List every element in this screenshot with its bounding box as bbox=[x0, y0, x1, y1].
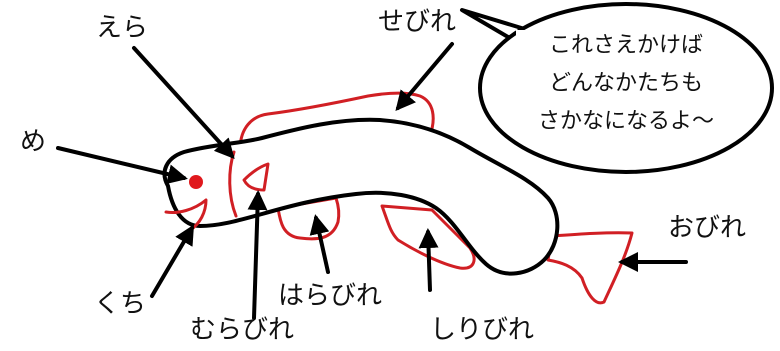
label-mouth: くち bbox=[94, 289, 146, 319]
arrow-gill bbox=[132, 46, 235, 159]
speech-bubble-line-2: どんなかたちも bbox=[549, 71, 703, 96]
eye-shape bbox=[189, 175, 203, 189]
pectoral-fin-shape bbox=[242, 162, 270, 192]
fish-body bbox=[162, 117, 560, 276]
arrow-dorsal-fin bbox=[395, 42, 454, 112]
speech-bubble-line-1: これさえかけば bbox=[549, 33, 703, 58]
arrow-eye bbox=[56, 146, 188, 185]
tail-fin-shape bbox=[546, 231, 634, 305]
arrow-pelvic-fin bbox=[309, 214, 330, 274]
label-anal-fin: しりびれ bbox=[430, 315, 534, 345]
arrow-mouth bbox=[150, 224, 195, 298]
speech-bubble-shape bbox=[478, 2, 774, 174]
label-eye: め bbox=[20, 127, 46, 157]
arrow-anal-fin bbox=[418, 228, 439, 292]
label-pectoral-fin: むらびれ bbox=[190, 315, 294, 345]
mouth-shape bbox=[164, 198, 208, 232]
label-tail-fin: おびれ bbox=[668, 213, 746, 243]
speech-bubble: これさえかけば どんなかたちも さかなになるよ～ bbox=[460, 2, 774, 174]
label-pelvic-fin: はらびれ bbox=[278, 281, 382, 311]
speech-bubble-line-3: さかなになるよ～ bbox=[538, 109, 714, 134]
label-gill: えら bbox=[96, 13, 148, 43]
label-dorsal-fin: せびれ bbox=[378, 7, 456, 37]
arrow-pectoral-fin bbox=[247, 190, 268, 320]
